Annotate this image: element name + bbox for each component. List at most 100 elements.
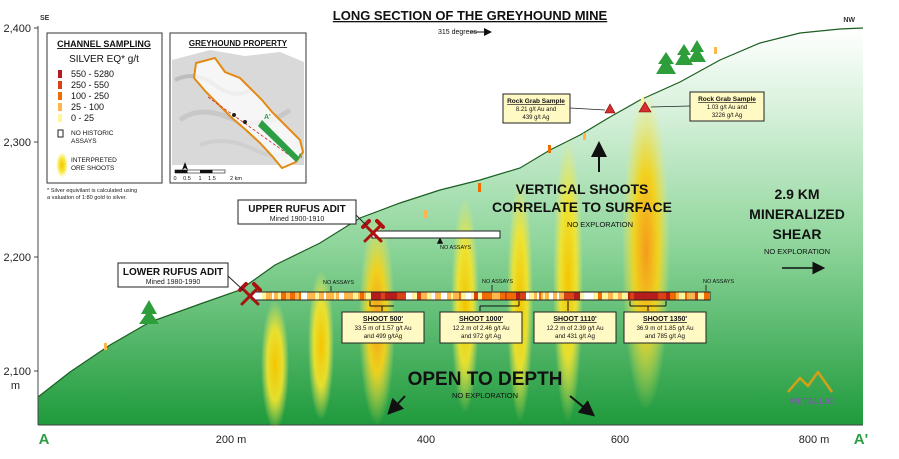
surface-sample-mark [424,210,427,218]
channel-assays [262,292,709,300]
lower-adit-label-box [117,262,229,288]
assay-segment [679,292,685,300]
assay-segment [392,292,397,300]
assay-segment [553,292,557,300]
assay-segment [344,292,348,300]
assay-segment [574,292,580,300]
assay-segment [424,292,427,300]
surface-samples [104,47,717,350]
legend-label: 100 - 250 [71,91,109,101]
mine-point-icon [243,120,247,124]
assay-segment [453,292,459,300]
legend-swatch [58,103,62,111]
assay-segment [286,292,290,300]
open-to-depth-sub: NO EXPLORATION [452,391,518,400]
logo-mountain-icon [787,370,834,393]
scale-label: 1.5 [208,176,216,182]
logo-text: METALLIC [790,397,834,406]
assay-segment [537,292,539,300]
assay-segment [589,292,593,300]
upper-adit-dates: Mined 1900-1910 [270,216,325,223]
lower-adit-dates: Mined 1980-1990 [146,279,201,286]
legend-label: 25 - 100 [71,102,104,112]
rock-grab-title: Rock Grab Sample [698,96,756,103]
rock-grab-leader [650,105,691,108]
upper-adit-name: UPPER RUFUS ADIT [248,204,345,215]
assay-segment [268,292,272,300]
surface-sample-mark [714,47,717,54]
vertical-shoots-sub: NO EXPLORATION [567,220,633,229]
assay-segment [476,292,478,300]
x-tick-label: 800 m [799,434,830,446]
assay-segment [695,292,698,300]
assay-segment [593,292,598,300]
assay-segment [478,292,482,300]
lower-adit-leader [227,275,244,291]
assay-segment [281,292,286,300]
legend-ore-swatch [56,152,68,178]
y-tick-label: 2,100 [3,366,31,378]
se-label: SE [40,15,50,22]
scale-bar-segment [175,170,188,173]
assay-segment [676,292,679,300]
no-assays-label: NO ASSAYS [440,245,471,251]
trees [139,40,706,324]
assay-segment [492,292,495,300]
assay-segment [400,292,406,300]
x-tick-label: 400 [417,434,435,446]
shoot-line: and 431 g/t Ag [555,333,595,340]
legend-no-assays-swatch [57,129,64,138]
x-tick-label: 200 m [216,434,247,446]
legend-line: ASSAYS [71,138,97,145]
scale-label: 1 [198,176,201,182]
shoot-line: and 785 g/t Ag [645,333,685,340]
assay-segment [427,292,432,300]
no-assays-label: NO ASSAYS [323,280,354,286]
lower-adit-mine-icon [238,282,262,306]
assay-segment [358,292,360,300]
assay-segment [512,292,516,300]
assay-segment [543,292,545,300]
assay-segment [545,292,549,300]
assay-segment [299,292,301,300]
assay-segment [272,292,274,300]
shoot-line: 12.2 m of 2.46 g/t Au [452,325,510,332]
rock-grab-title: Rock Grab Sample [507,98,565,105]
no-assays-label: NO ASSAYS [482,279,513,285]
ore-shoot [261,300,289,430]
rock-grab-line: 3226 g/t Ag [712,113,742,119]
assay-segment [497,292,500,300]
tree-icon [656,52,676,74]
ore-shoot [451,197,479,413]
rock-grab-marker-icon [604,103,616,114]
open-to-depth-text: OPEN TO DEPTH [408,369,563,390]
depth-arrow-left [387,395,406,415]
legend-label: 0 - 25 [71,113,94,123]
legend-label: 250 - 550 [71,80,109,90]
shear-sub: NO EXPLORATION [764,247,830,256]
legend-label: 550 - 5280 [71,69,114,79]
assay-segment [687,292,691,300]
assay-segment [700,292,704,300]
heading-label: 315 degrees [438,29,477,36]
vertical-shoots-text: CORRELATE TO SURFACE [492,199,672,215]
assay-segment [461,292,466,300]
surface-sample-mark [641,98,644,105]
lower-adit-name: LOWER RUFUS ADIT [123,267,223,278]
assay-segment [608,292,613,300]
assay-segment [698,292,700,300]
legend-swatch [58,81,62,89]
shear-text: 2.9 KM [774,186,819,202]
y-tick-label: 2,400 [3,23,31,35]
assay-segment [406,292,412,300]
y-ticks [34,27,38,372]
assay-segment [336,292,339,300]
shoot-line: and 499 g/tAg [364,333,403,340]
assay-segment [559,292,564,300]
property-shear-zone [258,120,300,162]
shoot-line: 12.2 m of 2.39 g/t Au [546,325,604,332]
assay-segment [397,292,400,300]
assay-segment [389,292,392,300]
